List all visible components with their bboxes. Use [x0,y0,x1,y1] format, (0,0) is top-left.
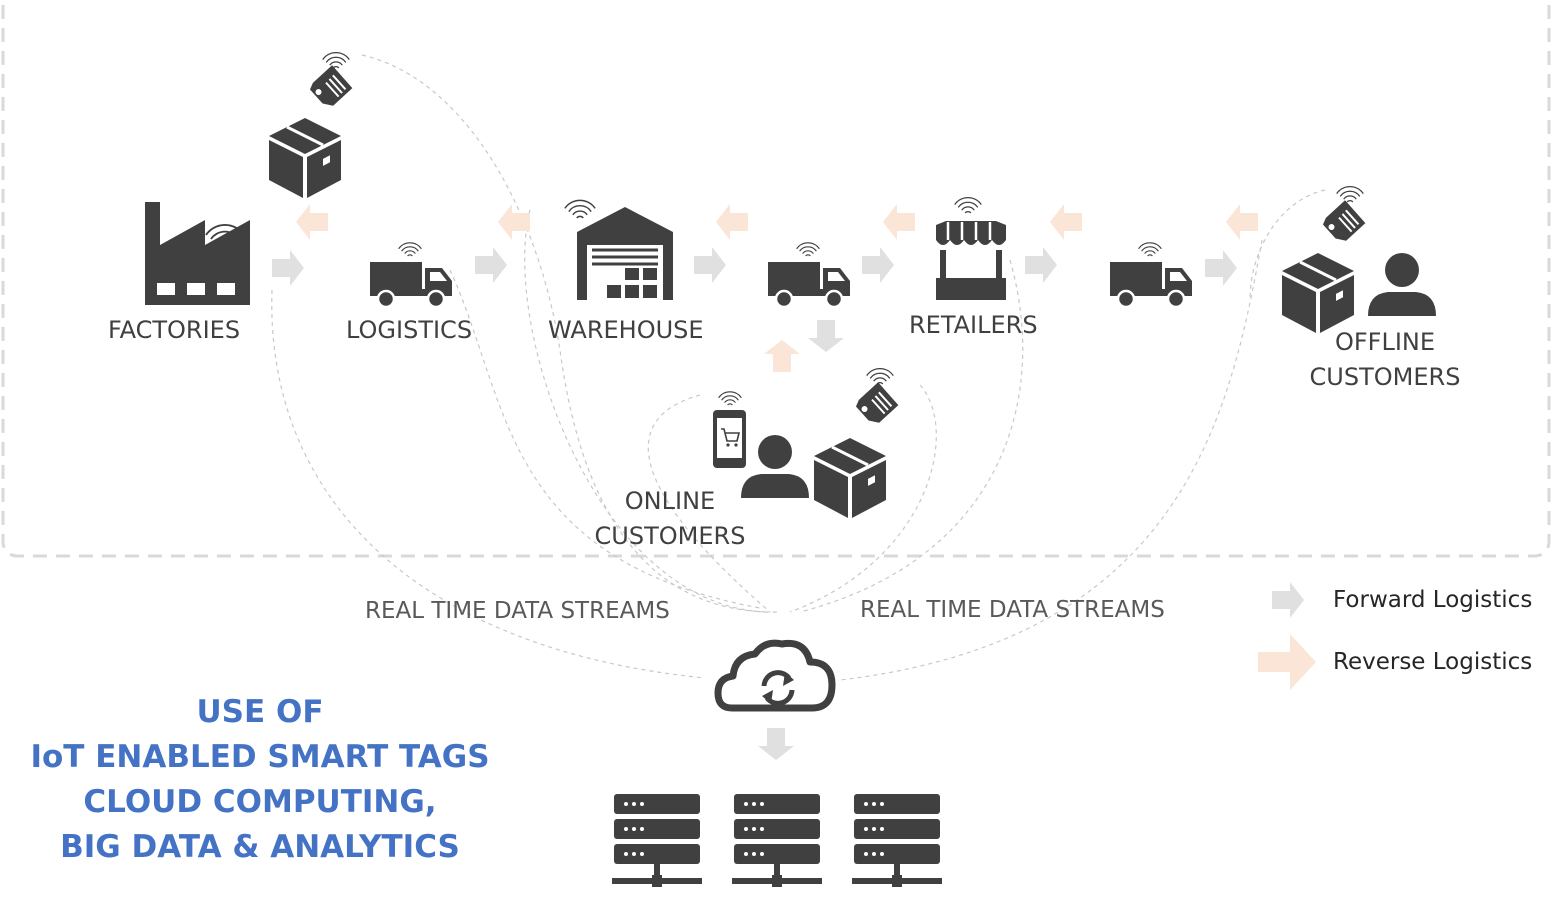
mobile-cart-icon [713,410,746,468]
rfid-tag-icon [851,378,902,428]
title-line: CLOUD COMPUTING, [83,784,437,820]
package-icon [267,116,343,200]
truck-icon [368,260,454,309]
title-line: BIG DATA & ANALYTICS [60,829,460,865]
package-icon [1280,251,1356,335]
wifi-icon [866,367,894,385]
offline-customers-label-line1: OFFLINE [1334,328,1436,356]
wifi-icon [1336,185,1364,203]
wifi-icon [398,242,422,257]
wifi-icon [322,51,350,69]
supply-chain-boundary [1,0,1551,558]
reverse-logistics-legend: Reverse Logistics [1333,649,1533,675]
data-stream-lines [271,54,1326,681]
offline-customers-label: OFFLINE CUSTOMERS [1300,325,1470,395]
online-customers-label-line2: CUSTOMERS [594,522,746,550]
title-line: USE OF [196,694,324,730]
server-icon [852,794,942,887]
factory-icon [145,202,250,305]
wifi-icon [564,199,596,219]
retailers-label: RETAILERS [909,311,1038,339]
logistics-label: LOGISTICS [346,316,473,344]
person-icon [1368,253,1436,316]
warehouse-icon [577,207,673,300]
server-icon [612,794,702,887]
package-icon [812,436,888,520]
factories-label: FACTORIES [108,316,241,344]
online-customers-label: ONLINE CUSTOMERS [585,484,755,554]
forward-legend-arrow [1272,582,1304,618]
wifi-icon [1138,242,1162,257]
truck-icon [1108,260,1194,309]
rfid-tag-icon [305,61,356,111]
offline-customers-label-line2: CUSTOMERS [1309,363,1461,391]
reverse-legend-arrow [1258,634,1316,690]
store-icon [936,221,1006,300]
cloud-sync-icon [714,639,836,712]
rfid-tag-icon [1318,196,1369,246]
wifi-icon [718,391,742,406]
diagram-title: USE OF IoT ENABLED SMART TAGS CLOUD COMP… [30,690,490,870]
truck-icon [766,260,852,309]
forward-logistics-legend: Forward Logistics [1333,587,1533,613]
wifi-icon [954,196,982,214]
warehouse-label: WAREHOUSE [548,316,704,344]
wifi-icon [796,242,820,257]
data-stream-label-left: REAL TIME DATA STREAMS [365,598,670,624]
online-customers-label-line1: ONLINE [624,487,716,515]
server-icon [732,794,822,887]
data-stream-label-right: REAL TIME DATA STREAMS [860,597,1165,623]
title-line: IoT ENABLED SMART TAGS [30,739,490,775]
